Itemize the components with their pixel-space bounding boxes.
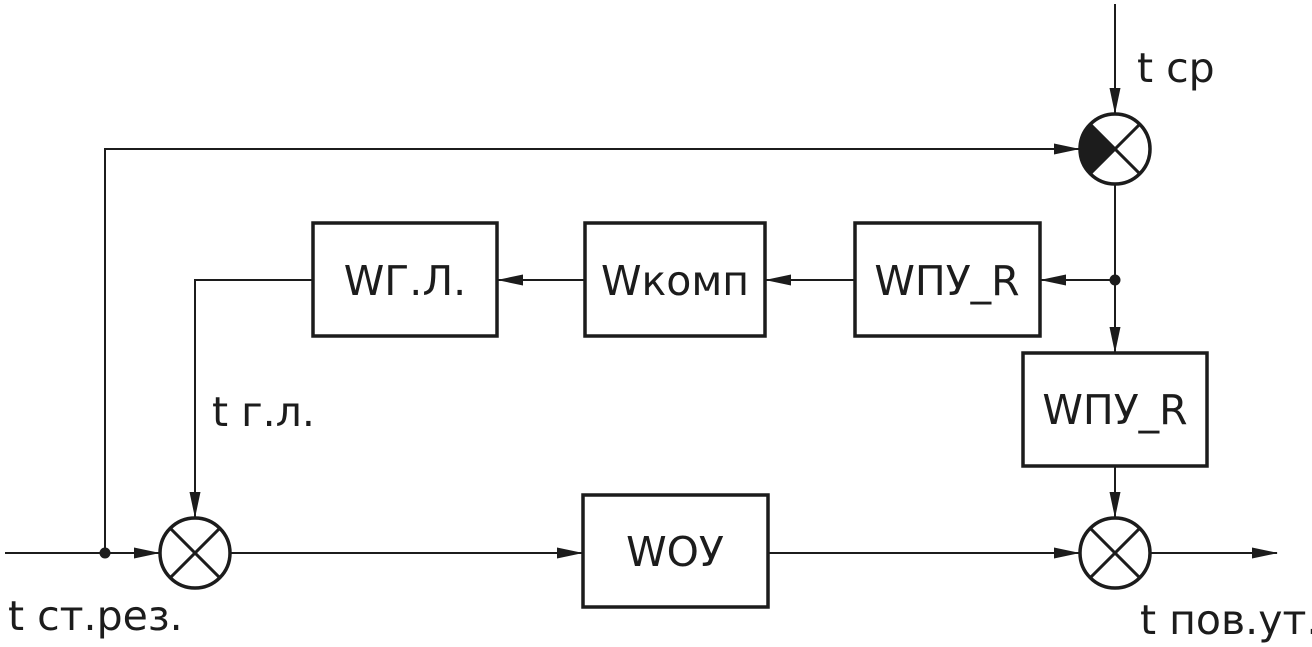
- label-t-pov-ut: t пов.ут.: [1140, 596, 1312, 644]
- block-wou-label: WОУ: [626, 528, 724, 576]
- label-t-st-rez: t ст.рез.: [8, 592, 183, 640]
- summing-junction-top: [1078, 112, 1152, 186]
- block-wkomp: Wкомп: [583, 221, 767, 338]
- summing-junction-bottom-right: [1078, 516, 1152, 590]
- block-wpu-r-mid: WПУ_R: [853, 221, 1042, 338]
- minus-sector: [1080, 124, 1115, 174]
- wire-feedback-loop: [104, 143, 1080, 553]
- block-wgl-label: WГ.Л.: [344, 257, 466, 305]
- block-wpu-r-right-label: WПУ_R: [1042, 386, 1187, 434]
- block-wou: WОУ: [581, 493, 770, 609]
- label-t-gl: t г.л.: [212, 388, 315, 436]
- block-wkomp-label: Wкомп: [601, 257, 749, 305]
- summing-junction-bottom-left: [158, 516, 232, 590]
- label-t-sr: t ср: [1137, 44, 1215, 92]
- wire-wgl-to-sum-bottom-left: [189, 279, 313, 518]
- block-wpu-r-mid-label: WПУ_R: [874, 257, 1019, 305]
- branch-dot-feedback: [99, 547, 111, 559]
- block-wgl: WГ.Л.: [311, 221, 499, 338]
- branch-dot-top: [1109, 274, 1121, 286]
- block-wpu-r-right: WПУ_R: [1021, 351, 1209, 468]
